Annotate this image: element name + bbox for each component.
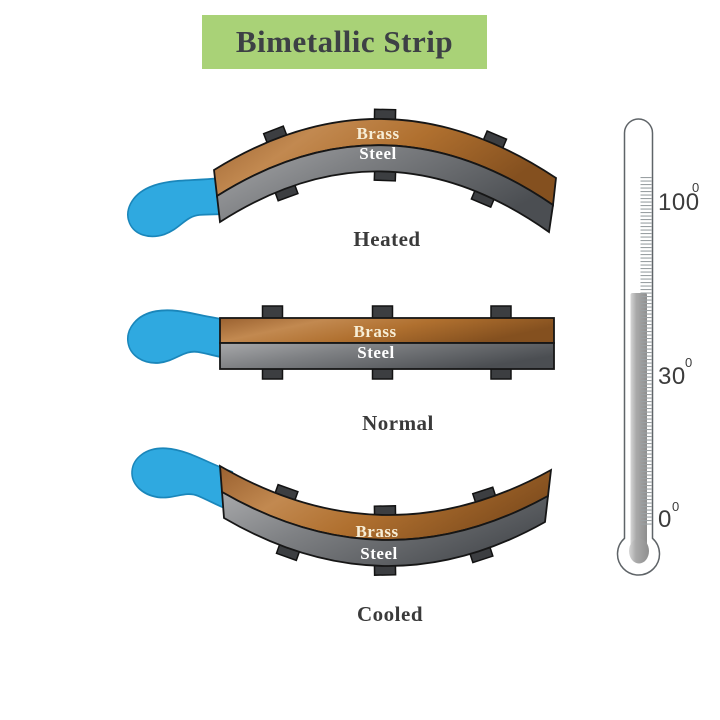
scale-label-30-superscript: 0	[685, 355, 692, 370]
handle-icon	[120, 168, 231, 243]
scale-label-100: 100	[658, 189, 700, 216]
brass-label: Brass	[355, 522, 398, 541]
brass-label: Brass	[356, 124, 399, 143]
steel-layer	[216, 144, 554, 234]
state-label-heated: Heated	[353, 227, 420, 251]
scale-label-100-superscript: 0	[692, 180, 699, 195]
page-title: Bimetallic Strip	[235, 24, 454, 59]
clip-icon	[371, 305, 394, 320]
scale-label-0-superscript: 0	[672, 499, 679, 514]
steel-layer	[220, 490, 550, 567]
clip-icon	[261, 305, 284, 320]
brass-label: Brass	[353, 322, 396, 341]
scale-label-0: 0	[658, 506, 672, 533]
strip-cooled: Brass Steel Cooled	[126, 440, 553, 626]
strip-heated: Brass Steel Heated	[120, 108, 557, 251]
steel-label: Steel	[357, 343, 394, 362]
mercury-bulb	[629, 538, 649, 564]
handle-icon	[126, 440, 236, 514]
state-label-cooled: Cooled	[357, 602, 423, 626]
state-label-normal: Normal	[362, 411, 434, 435]
strip-normal: Brass Steel Normal	[126, 305, 555, 435]
scale-label-30: 30	[658, 363, 686, 390]
thermometer: 100 0 30 0 0 0	[616, 118, 700, 576]
steel-layer	[219, 342, 555, 370]
handle-icon	[126, 309, 227, 364]
clip-icon	[490, 305, 512, 320]
tick-marks	[640, 177, 652, 527]
title-box: Bimetallic Strip	[202, 15, 487, 69]
steel-label: Steel	[359, 144, 396, 163]
steel-label: Steel	[360, 544, 397, 563]
